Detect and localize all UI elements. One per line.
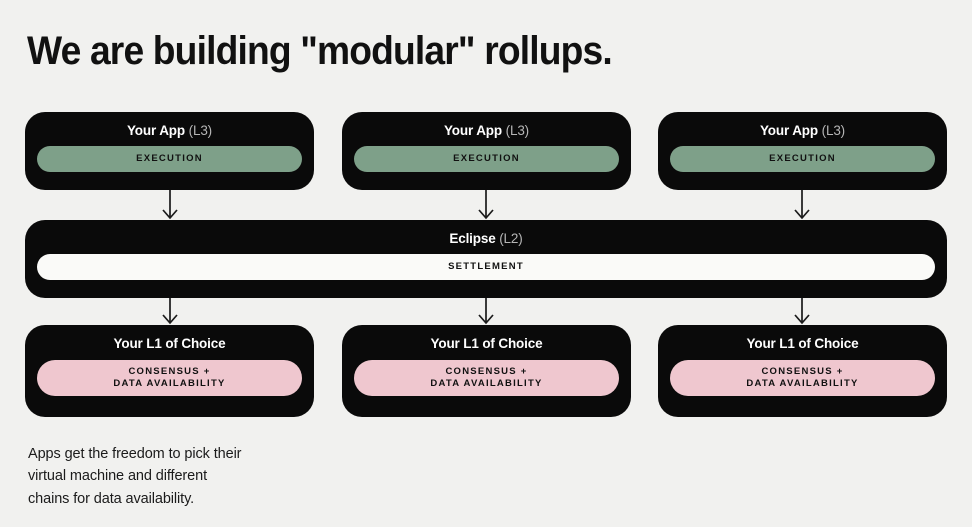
card-sublabel: (L3) — [505, 123, 530, 138]
pill-settlement: SETTLEMENT — [37, 254, 935, 280]
card-your-app-3: Your App (L3) EXECUTION — [658, 112, 947, 190]
card-your-l1-3: Your L1 of Choice CONSENSUS + DATA AVAIL… — [658, 325, 947, 417]
arrow-down-icon — [793, 298, 811, 325]
card-title: Your L1 of Choice — [747, 336, 859, 351]
caption-text: Apps get the freedom to pick their virtu… — [28, 443, 242, 510]
card-title: Your L1 of Choice — [114, 336, 226, 351]
pill-label-line2: DATA AVAILABILITY — [746, 378, 859, 389]
pill-execution: EXECUTION — [37, 146, 302, 172]
pill-execution: EXECUTION — [354, 146, 619, 172]
pill-label: SETTLEMENT — [448, 261, 524, 273]
caption-line-2: virtual machine and different — [28, 468, 207, 485]
card-title-text: Your L1 of Choice — [746, 336, 859, 351]
pill-consensus: CONSENSUS + DATA AVAILABILITY — [670, 360, 935, 396]
page-title: We are building "modular" rollups. — [27, 29, 613, 73]
card-title: Your App (L3) — [760, 123, 845, 138]
pill-label: EXECUTION — [453, 153, 520, 165]
pill-consensus: CONSENSUS + DATA AVAILABILITY — [354, 360, 619, 396]
arrow-down-icon — [161, 298, 179, 325]
card-title-text: Eclipse — [449, 231, 496, 246]
card-title-text: Your L1 of Choice — [430, 336, 543, 351]
pill-label: EXECUTION — [136, 153, 203, 165]
pill-execution: EXECUTION — [670, 146, 935, 172]
card-title: Your App (L3) — [444, 123, 529, 138]
card-title-text: Your App — [126, 123, 185, 138]
card-sublabel: (L3) — [188, 123, 213, 138]
pill-label-line1: CONSENSUS + — [445, 366, 528, 378]
pill-consensus: CONSENSUS + DATA AVAILABILITY — [37, 360, 302, 396]
card-title-text: Your App — [759, 123, 818, 138]
pill-label: EXECUTION — [769, 153, 836, 165]
card-title: Your L1 of Choice — [431, 336, 543, 351]
pill-label-line1: CONSENSUS + — [128, 366, 211, 378]
card-your-l1-1: Your L1 of Choice CONSENSUS + DATA AVAIL… — [25, 325, 314, 417]
arrow-down-icon — [477, 298, 495, 325]
card-eclipse: Eclipse (L2) SETTLEMENT — [25, 220, 947, 298]
card-your-app-2: Your App (L3) EXECUTION — [342, 112, 631, 190]
caption-line-1: Apps get the freedom to pick their — [28, 446, 242, 462]
arrow-down-icon — [161, 190, 179, 220]
card-title-text: Your L1 of Choice — [113, 336, 226, 351]
pill-label-line1: CONSENSUS + — [761, 366, 844, 378]
card-sublabel: (L3) — [821, 123, 846, 138]
arrow-down-icon — [793, 190, 811, 220]
card-title: Eclipse (L2) — [449, 231, 522, 246]
arrow-down-icon — [477, 190, 495, 220]
card-your-app-1: Your App (L3) EXECUTION — [25, 112, 314, 190]
card-title: Your App (L3) — [127, 123, 212, 138]
card-title-text: Your App — [443, 123, 502, 138]
card-your-l1-2: Your L1 of Choice CONSENSUS + DATA AVAIL… — [342, 325, 631, 417]
card-sublabel: (L2) — [499, 231, 523, 246]
pill-label-line2: DATA AVAILABILITY — [430, 378, 543, 389]
caption-line-3: chains for data availability. — [28, 490, 195, 507]
pill-label-line2: DATA AVAILABILITY — [113, 378, 226, 389]
